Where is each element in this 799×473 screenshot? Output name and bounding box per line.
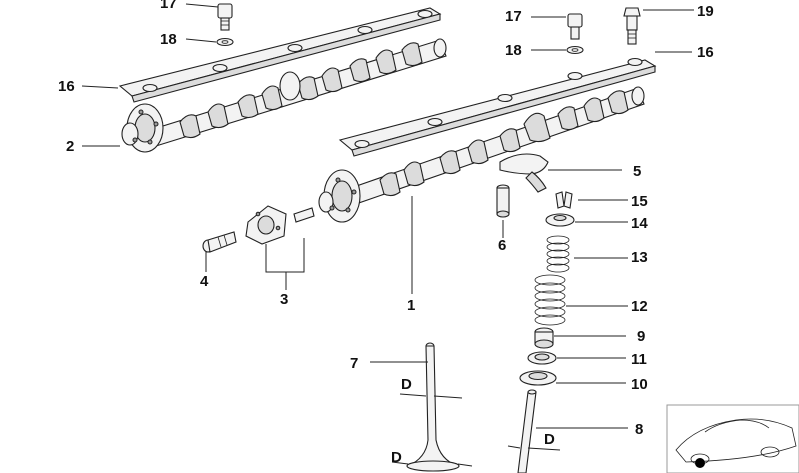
callout-5: 5 [633,163,641,180]
dimension-d-valve-stem: D [401,376,412,393]
valve-7 [406,342,460,472]
spring-retainer-14 [545,213,575,227]
dowel-pin [293,207,315,223]
outer-spring-12 [534,274,566,326]
callout-8: 8 [635,421,643,438]
left-bearing-cap-rail [118,7,442,103]
valve-guide-8 [517,389,537,473]
spring-seat-10 [519,370,557,386]
flange-plate-3 [245,205,287,245]
dimension-d-valve-guide: D [544,431,555,448]
car-location-thumbnail [666,404,799,473]
callout-13: 13 [631,249,648,266]
callout-12: 12 [631,298,648,315]
callout-16-left: 16 [58,78,75,95]
valve-stem-seal-9 [534,327,554,349]
right-bearing-cap-rail [338,57,657,157]
callout-4: 4 [200,273,209,290]
left-bolt-17 [217,3,233,31]
dimension-marks [391,393,561,467]
inner-spring-13 [546,235,570,273]
callout-7: 7 [350,355,358,372]
callout-labels: 17 18 16 2 17 19 18 16 5 15 14 6 13 12 4… [58,0,714,466]
callout-16-right: 16 [697,44,714,61]
callout-17-right: 17 [505,8,522,25]
callout-9: 9 [637,328,645,345]
callout-14: 14 [631,215,648,232]
callout-3: 3 [280,291,288,308]
callout-2: 2 [66,138,74,155]
callout-1: 1 [407,297,415,314]
callout-11: 11 [631,351,647,368]
rocker-arm-5 [499,153,549,193]
callout-19: 19 [697,3,714,20]
right-washer-18 [566,45,584,55]
camshaft-right-1 [318,86,645,223]
callout-17-left: 17 [160,0,177,12]
dimension-d-valve-head: D [391,449,402,466]
callout-18-right: 18 [505,42,522,59]
left-washer-18 [216,37,234,47]
spring-seat-11 [527,351,557,365]
callout-15: 15 [631,193,648,210]
callout-6: 6 [498,237,506,254]
callout-10: 10 [631,376,648,393]
engine-location-dot-icon [695,458,705,468]
callout-18-left: 18 [160,31,177,48]
valve-keepers-15 [555,191,573,209]
camshaft-left [121,38,447,153]
bolt-4 [202,231,237,253]
stud-bolt-19 [623,7,641,45]
right-bolt-17 [567,13,583,40]
leader-lines [81,3,694,429]
hydraulic-lifter-6 [496,184,510,218]
